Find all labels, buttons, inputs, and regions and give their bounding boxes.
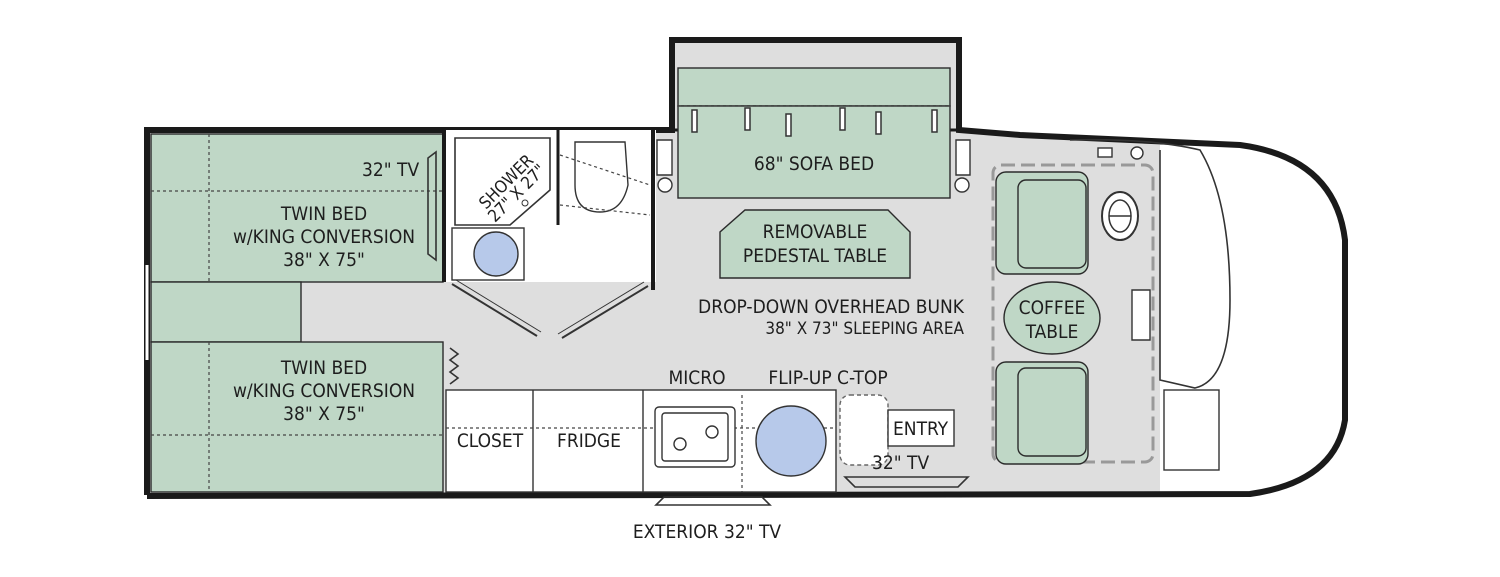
twin-bed-bottom-sub: w/KING CONVERSION (233, 380, 415, 402)
steering-wheel-icon (1101, 191, 1139, 241)
counter-extension (839, 394, 889, 466)
exterior-wall (144, 37, 1348, 499)
sofa-back (677, 67, 951, 107)
twin-bed-top-size: 38" X 75" (283, 249, 365, 271)
coffee-table-title: COFFEE (1019, 297, 1086, 319)
sofa-bed-label: 68" SOFA BED (754, 153, 874, 175)
shower-drain-icon (521, 199, 529, 207)
cooktop-burner (755, 405, 827, 477)
pedestal-table (719, 209, 911, 279)
seatbelt-left (657, 177, 673, 193)
dashboard (1069, 138, 1231, 389)
toilet (574, 141, 629, 213)
entry-label: ENTRY (893, 418, 949, 440)
bath-door-left (451, 283, 538, 337)
engine-cover (1131, 289, 1151, 341)
pedestal-table-sub: PEDESTAL TABLE (743, 245, 887, 267)
entry-step (887, 409, 955, 447)
sink-drain-icon (673, 437, 687, 451)
sofa-bed (677, 105, 951, 199)
twin-bed-top-title: TWIN BED (280, 203, 367, 225)
twin-bed-top-sub: w/KING CONVERSION (233, 226, 415, 248)
twin-bed-bottom-title: TWIN BED (280, 357, 367, 379)
sofa-hinges (691, 107, 938, 137)
bunk-label: DROP-DOWN OVERHEAD BUNK (698, 296, 965, 318)
fridge-label: FRIDGE (557, 430, 621, 452)
rear-tv-mount (427, 150, 437, 262)
cooktop-label: FLIP-UP C-TOP (768, 367, 887, 389)
coffee-table-sub: TABLE (1025, 321, 1079, 343)
exterior-tv-label: EXTERIOR 32" TV (633, 521, 782, 543)
bunk-size: 38" X 73" SLEEPING AREA (765, 319, 964, 339)
spring-icon (448, 347, 460, 385)
bath-door-right (561, 285, 649, 339)
lavatory-sink (473, 231, 519, 277)
closet-label: CLOSET (457, 430, 524, 452)
coffee-table (1003, 281, 1101, 355)
cupholder (1097, 147, 1113, 158)
twin-bed-bottom-size: 38" X 75" (283, 403, 365, 425)
shower-pan (454, 137, 551, 226)
exterior-tv-mount (654, 496, 772, 506)
rear-tv-label: 32" TV (362, 159, 419, 181)
front-tv-label: 32" TV (872, 452, 929, 474)
bed-connector (150, 281, 302, 343)
pedestal-table-title: REMOVABLE (763, 221, 868, 243)
step-well (1163, 389, 1220, 471)
micro-label: MICRO (668, 367, 725, 389)
cupholder-round (1130, 146, 1144, 160)
front-tv-mount (843, 476, 970, 488)
twin-bed-top (150, 133, 444, 283)
seatbelt-right (954, 177, 970, 193)
twin-bed-bottom (150, 341, 444, 493)
